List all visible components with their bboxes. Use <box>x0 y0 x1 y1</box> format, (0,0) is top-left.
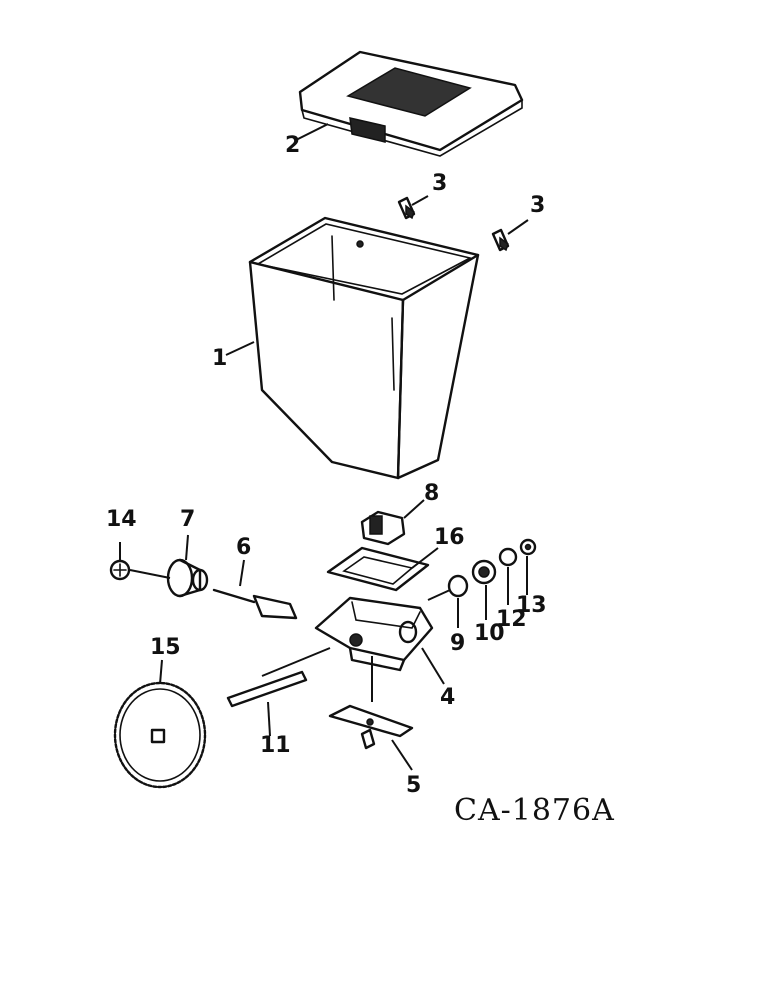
callout-7: 7 <box>180 507 195 532</box>
leader-lines <box>119 123 529 771</box>
callout-4: 4 <box>440 685 455 710</box>
housing-part-4 <box>314 596 434 672</box>
callout-10: 10 <box>474 621 505 646</box>
clip-part-right <box>491 228 510 252</box>
callout-1: 1 <box>212 346 227 371</box>
callout-3-right: 3 <box>530 193 545 218</box>
washer-part-13 <box>519 538 537 556</box>
hub-part-7 <box>166 558 209 598</box>
callout-3-left: 3 <box>432 171 447 196</box>
hopper-part <box>248 216 480 480</box>
callout-5: 5 <box>406 773 421 798</box>
bushing-part-10 <box>471 559 497 585</box>
callout-14: 14 <box>106 507 137 532</box>
callout-9: 9 <box>450 631 465 656</box>
callout-16: 16 <box>434 525 465 550</box>
callout-12: 12 <box>496 607 527 632</box>
knob-part-14 <box>109 559 131 581</box>
callout-2: 2 <box>285 133 300 158</box>
washer-part-9 <box>447 574 469 598</box>
bracket-part-5 <box>328 704 414 750</box>
callout-8: 8 <box>424 481 439 506</box>
agitator-part-8 <box>360 510 406 546</box>
gasket-part-16 <box>326 546 430 592</box>
callout-11: 11 <box>260 733 291 758</box>
drawing-code: CA-1876A <box>454 793 615 828</box>
callout-6: 6 <box>236 535 251 560</box>
plate-part-6 <box>212 588 298 620</box>
lid-part <box>298 50 524 157</box>
sprocket-part-15 <box>113 681 207 789</box>
callout-13: 13 <box>516 593 547 618</box>
washer-part-12 <box>498 547 518 567</box>
callout-15: 15 <box>150 635 181 660</box>
shaft-part-11 <box>226 670 308 708</box>
clip-part-left <box>397 196 416 220</box>
